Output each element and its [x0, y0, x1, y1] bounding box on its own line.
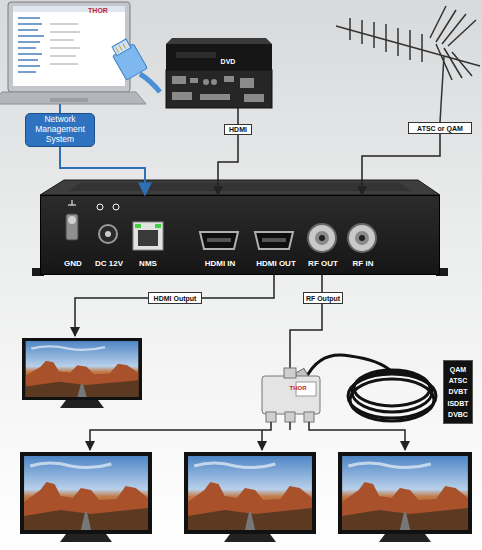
port-label: GND: [43, 259, 103, 268]
signal-connector: [218, 135, 238, 195]
port-label: NMS: [118, 259, 178, 268]
signal-connector: [321, 275, 323, 292]
port-label: HDMI IN: [190, 259, 250, 268]
output-tag: HDMI Output: [148, 292, 202, 304]
brand-logo: THOR: [88, 7, 108, 14]
device-logo: DVD: [221, 58, 236, 65]
port-label: HDMI OUT: [246, 259, 306, 268]
port-label: RF IN: [333, 259, 393, 268]
brand-logo: THOR: [290, 385, 307, 391]
signal-tag: HDMI: [224, 124, 252, 135]
output-tag: RF Output: [303, 292, 343, 304]
node-text: Network Management System: [29, 115, 91, 144]
node-text: QAM ATSC DVBT ISDBT DVBC: [448, 364, 469, 420]
node-text: ATSC or QAM: [417, 125, 463, 132]
signal-connector: [60, 147, 145, 195]
encoder-device: GNDDC 12VNMS HDMI INHDMI OUTRF OUTRF IN: [40, 195, 440, 275]
signal-connector: [362, 134, 440, 195]
port-label: DC 12V: [79, 259, 139, 268]
port-label: RF OUT: [293, 259, 353, 268]
standards-box: QAM ATSC DVBT ISDBT DVBC: [443, 360, 473, 424]
node-text: HDMI Output: [154, 295, 197, 302]
node-text: HDMI: [229, 126, 247, 133]
management-box: Network Management System: [25, 113, 95, 147]
node-text: RF Output: [306, 295, 340, 302]
signal-connector: [202, 275, 274, 298]
signal-tag: ATSC or QAM: [408, 122, 472, 134]
